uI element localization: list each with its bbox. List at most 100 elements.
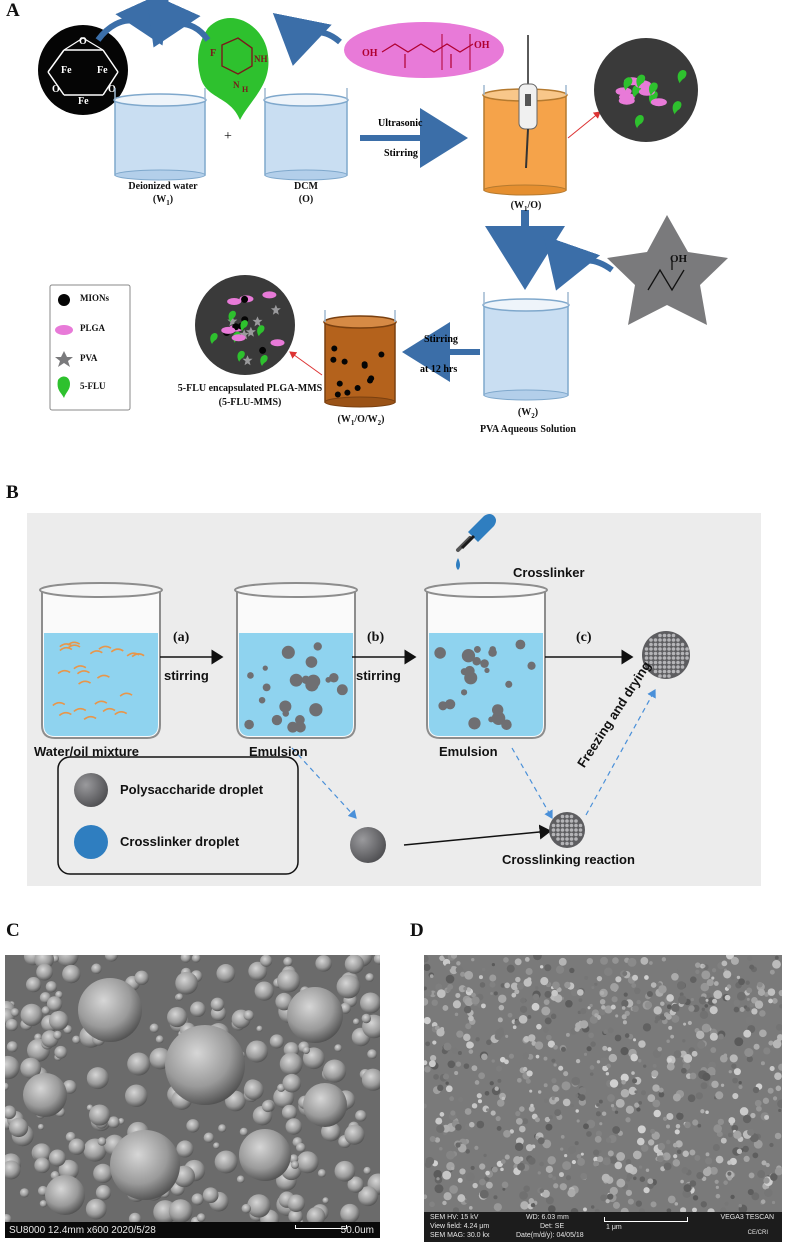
sem-grain	[605, 1198, 610, 1204]
sem-particle	[347, 1176, 364, 1193]
sem-grain	[622, 1020, 627, 1025]
sem-grain	[552, 1084, 559, 1092]
sem-grain	[666, 1039, 670, 1043]
sem-grain	[753, 1139, 763, 1149]
sem-grain	[516, 982, 524, 990]
sem-grain	[739, 1107, 749, 1116]
sem-grain	[676, 969, 681, 973]
sem-grain	[706, 978, 714, 987]
sem-grain	[498, 994, 507, 1004]
sem-grain	[666, 1208, 672, 1214]
sem-grain	[730, 956, 739, 965]
sem-grain	[724, 994, 731, 1001]
sem-particle	[344, 955, 364, 974]
sem-grain	[435, 983, 443, 991]
oil-fiber	[94, 700, 108, 705]
sphere-bump	[644, 651, 649, 656]
oil-fiber	[76, 670, 90, 675]
sem-grain	[504, 982, 510, 989]
sem-grain	[543, 999, 550, 1006]
sem-grain	[515, 1110, 521, 1117]
sem-grain	[571, 1076, 581, 1086]
sem-grain	[746, 987, 753, 994]
oil-fiber	[78, 680, 92, 685]
sem-grain	[499, 1056, 506, 1063]
sem-grain	[697, 1123, 702, 1128]
stirring-b: stirring	[356, 668, 401, 683]
sem-grain	[742, 1114, 752, 1124]
sem-grain	[658, 1091, 665, 1098]
sem-particle	[85, 1198, 107, 1220]
sem-grain	[680, 1179, 684, 1184]
sem-grain	[631, 983, 637, 988]
sem-particle	[340, 1203, 360, 1224]
sem-grain	[705, 1157, 713, 1165]
oil-fiber	[110, 648, 124, 653]
sphere-bump	[676, 642, 680, 647]
sem-grain	[442, 1005, 449, 1011]
sem-grain	[468, 1206, 473, 1210]
sphere-bump	[653, 656, 658, 660]
sphere-bump	[644, 660, 649, 665]
sem-grain	[465, 1149, 470, 1154]
sphere-bump	[569, 841, 574, 846]
sem-grain	[564, 1154, 568, 1158]
mion-dot	[378, 351, 385, 358]
sem-particle	[296, 1151, 319, 1174]
o-label-1: O	[79, 36, 87, 47]
sphere-bump	[662, 647, 667, 651]
sem-grain	[701, 970, 711, 980]
sem-grain	[535, 986, 539, 990]
sphere-bump	[671, 651, 676, 656]
emulsion-droplet	[325, 677, 332, 683]
sem-grain	[600, 956, 608, 965]
sem-grain	[431, 999, 438, 1006]
sem-grain	[620, 1073, 629, 1082]
sphere-bump	[649, 642, 653, 647]
sem-grain	[506, 964, 515, 973]
sem-grain	[762, 1097, 770, 1104]
sem-grain	[475, 1037, 480, 1042]
sem-grain	[718, 1033, 724, 1040]
sem-grain	[692, 1207, 697, 1213]
stirring-label-2: Stirring	[424, 334, 458, 345]
sem-grain	[652, 1099, 661, 1108]
emulsion-droplet	[444, 699, 456, 710]
sem-grain	[591, 986, 595, 990]
legend-pva-icon	[55, 351, 73, 367]
product-label: 5-FLU encapsulated PLGA-MMS (5-FLU-MMS)	[160, 382, 340, 410]
plga-particle	[270, 339, 285, 347]
sem-grain	[436, 1177, 440, 1181]
sem-grain	[650, 1201, 657, 1208]
sem-grain	[745, 980, 750, 985]
sem-grain	[424, 997, 429, 1006]
emulsion-droplet	[306, 674, 321, 689]
sem-grain	[676, 1112, 684, 1120]
sem-grain	[424, 963, 431, 972]
sem-grain	[575, 1093, 579, 1098]
sphere-bump	[658, 633, 662, 638]
sem-grain	[509, 1129, 514, 1134]
sem-grain	[732, 1092, 739, 1100]
sem-grain	[477, 1099, 483, 1104]
sem-grain	[562, 1161, 572, 1171]
sem-grain	[715, 1155, 724, 1164]
w1o-label: (W1/O)	[510, 200, 542, 213]
sem-grain	[485, 1170, 490, 1176]
sem-grain	[447, 1060, 456, 1069]
sem-particle	[269, 1034, 284, 1049]
sem-grain	[449, 1185, 458, 1194]
sem-large-particle	[45, 1175, 85, 1215]
stirring-a: stirring	[164, 668, 209, 683]
sem-grain	[558, 957, 567, 966]
sem-grain	[612, 957, 619, 964]
sem-grain	[594, 1013, 599, 1018]
sem-grain	[695, 1030, 705, 1040]
sem-grain	[715, 1185, 719, 1189]
sem-grain	[523, 1185, 530, 1192]
crosslinker-label: Crosslinker	[513, 565, 585, 580]
sem-particle	[180, 955, 191, 963]
sem-particle	[218, 1124, 227, 1133]
sem-grain	[768, 998, 773, 1004]
sem-grain	[584, 975, 589, 980]
